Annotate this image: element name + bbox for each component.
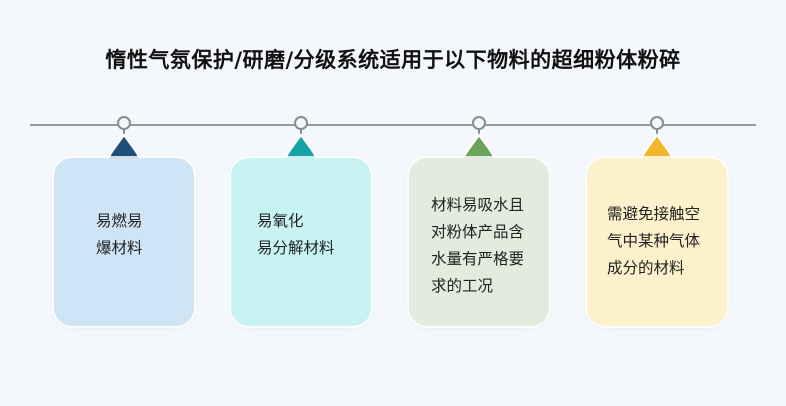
card-text: 易氧化 易分解材料 [257,208,335,262]
card-text: 易燃易 爆材料 [96,208,143,262]
card-line: 爆材料 [96,239,143,257]
material-card-2: 易氧化 易分解材料 [231,158,371,326]
material-card-1: 易燃易 爆材料 [54,158,194,326]
card-line: 对粉体产品含 [431,223,525,241]
card-line: 求的工况 [431,277,494,295]
card-line: 易分解材料 [257,239,335,257]
card-line: 气中某种气体 [607,232,701,250]
page-title: 惰性气氛保护/研磨/分级系统适用于以下物料的超细粉体粉碎 [105,48,681,72]
timeline-line [30,124,756,126]
card-line: 水量有严格要 [431,250,525,268]
node-ring [117,116,131,130]
node-ring [650,116,664,130]
card-line: 材料易吸水且 [431,196,525,214]
node-ring [472,116,486,130]
card-line: 成分的材料 [607,259,685,277]
node-ring [294,116,308,130]
material-card-4: 需避免接触空 气中某种气体 成分的材料 [587,158,727,326]
card-line: 需避免接触空 [607,205,701,223]
card-line: 易燃易 [96,212,143,230]
card-text: 材料易吸水且 对粉体产品含 水量有严格要 求的工况 [431,192,524,300]
card-text: 需避免接触空 气中某种气体 成分的材料 [607,201,700,282]
card-line: 易氧化 [257,212,304,230]
material-card-3: 材料易吸水且 对粉体产品含 水量有严格要 求的工况 [409,158,549,326]
